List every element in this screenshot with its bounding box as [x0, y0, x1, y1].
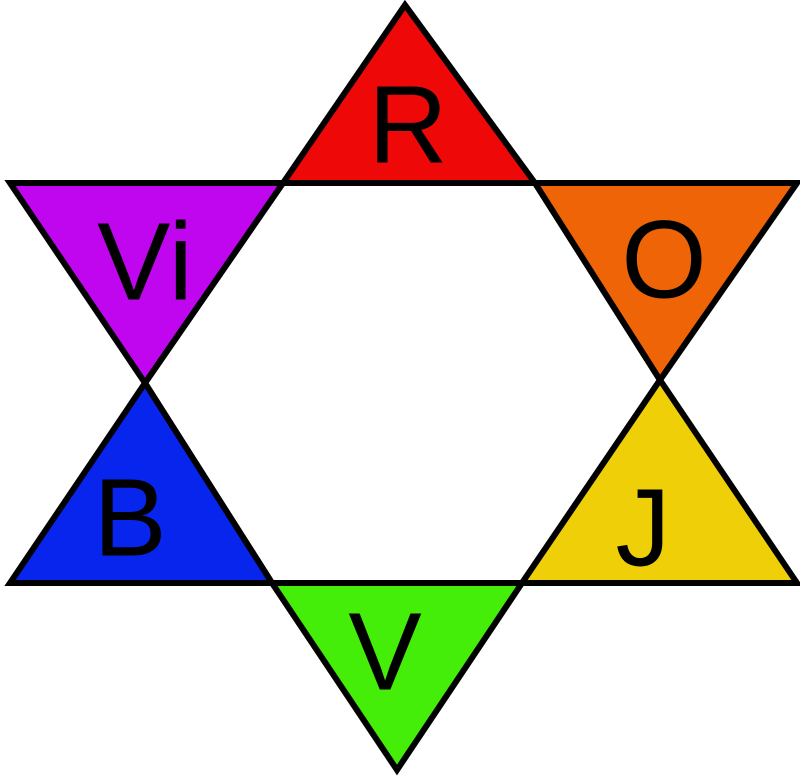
label-lower-left: B	[93, 457, 166, 580]
triangle-lower-right	[516, 374, 800, 586]
triangle-top	[277, 0, 541, 186]
triangle-lower-left	[4, 377, 278, 586]
triangle-bottom	[266, 580, 528, 776]
triangle-upper-right	[529, 180, 800, 386]
triangle-upper-left	[4, 180, 289, 389]
label-top: R	[368, 64, 447, 187]
label-upper-left: Vi	[97, 201, 193, 324]
label-bottom: V	[348, 591, 421, 714]
label-lower-right: J	[616, 467, 671, 590]
label-upper-right: O	[621, 199, 707, 322]
